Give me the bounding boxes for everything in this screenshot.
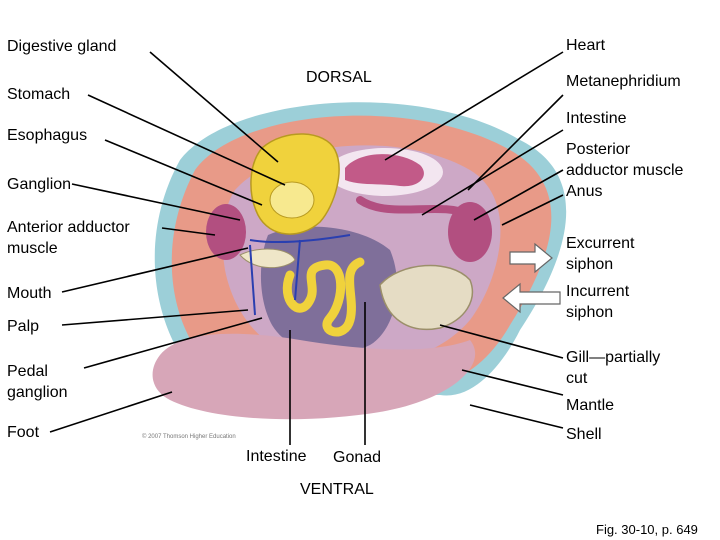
label-anus: Anus [566, 183, 603, 200]
incurrent-arrow-icon [502, 282, 561, 314]
intestine-coil [282, 257, 365, 337]
leader-mouth [61, 247, 249, 293]
leader-shell [469, 404, 564, 429]
anterior-adductor [206, 204, 246, 260]
label-anterior-adductor-line1: Anterior adductor [7, 219, 130, 236]
label-anterior-adductor-muscle: Anterior adductor muscle [7, 217, 130, 259]
label-posterior-adductor-line1: Posterior [566, 141, 631, 158]
nerve-cord [249, 234, 351, 316]
label-anterior-adductor-line2: muscle [7, 240, 58, 257]
label-gill: Gill—partially cut [566, 347, 660, 389]
label-ventral: VENTRAL [300, 481, 374, 498]
posterior-adductor [448, 202, 492, 262]
leader-mantle [461, 369, 564, 396]
label-shell: Shell [566, 426, 602, 443]
excurrent-arrow-icon [509, 242, 553, 274]
label-excurrent-line1: Excurrent [566, 235, 635, 252]
label-gill-line1: Gill—partially [566, 349, 661, 366]
label-esophagus: Esophagus [7, 127, 88, 144]
label-digestive-gland: Digestive gland [7, 38, 117, 55]
label-palp: Palp [7, 318, 40, 335]
label-mouth: Mouth [7, 285, 52, 302]
label-intestine-bottom: Intestine [246, 448, 307, 465]
leader-stomach [87, 94, 286, 186]
label-posterior-adductor-line2: adductor muscle [566, 162, 684, 179]
leader-palp [61, 309, 249, 326]
label-foot: Foot [7, 424, 40, 441]
gonad-region [260, 226, 398, 355]
heart [345, 154, 424, 187]
label-stomach: Stomach [7, 86, 71, 103]
label-incurrent-line2: siphon [566, 304, 614, 321]
figure-reference: Fig. 30-10, p. 649 [596, 522, 698, 537]
leader-digestive-gland [149, 51, 279, 163]
leader-posterior-adductor [473, 169, 564, 221]
label-metanephridium: Metanephridium [566, 73, 681, 90]
label-dorsal: DORSAL [306, 69, 372, 86]
leader-anus [501, 194, 564, 226]
stomach [269, 181, 315, 219]
label-excurrent-line2: siphon [566, 256, 614, 273]
gill [379, 264, 474, 330]
label-incurrent-line1: Incurrent [566, 283, 630, 300]
label-pedal-ganglion-line2: ganglion [7, 384, 68, 401]
label-gonad: Gonad [333, 449, 382, 466]
leader-intestine-top [421, 129, 564, 216]
leader-metanephridium [467, 94, 564, 191]
copyright-notice: © 2007 Thomson Higher Education [142, 434, 236, 440]
leader-gill [439, 324, 564, 359]
label-incurrent-siphon: Incurrent siphon [566, 281, 629, 323]
leader-foot [49, 391, 173, 433]
label-posterior-adductor-muscle: Posterior adductor muscle [566, 139, 683, 181]
leader-ganglion [71, 183, 241, 221]
leader-pedal-ganglion [83, 317, 263, 369]
label-heart: Heart [566, 37, 606, 54]
label-mantle: Mantle [566, 397, 615, 414]
label-pedal-ganglion-line1: Pedal [7, 363, 48, 380]
label-intestine-top: Intestine [566, 110, 627, 127]
label-gill-line2: cut [566, 370, 588, 387]
leader-heart [384, 51, 564, 161]
leader-esophagus [104, 139, 263, 206]
palp [239, 248, 296, 269]
foot [152, 333, 476, 420]
label-ganglion: Ganglion [7, 176, 72, 193]
leader-anterior-adductor [161, 227, 216, 236]
label-excurrent-siphon: Excurrent siphon [566, 233, 634, 275]
label-pedal-ganglion: Pedal ganglion [7, 361, 68, 403]
